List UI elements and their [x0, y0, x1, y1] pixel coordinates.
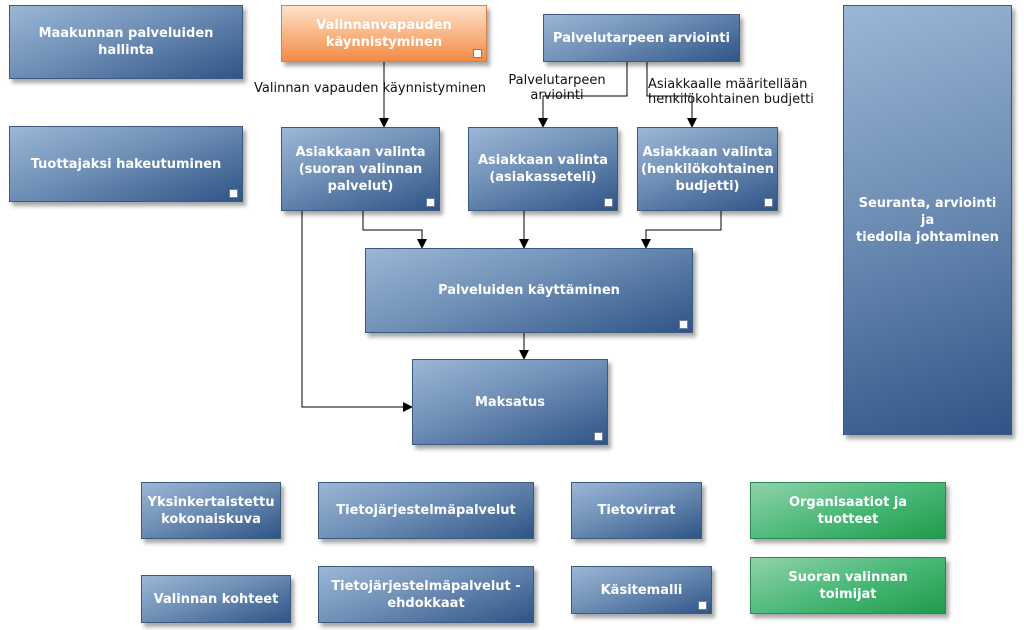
box-label: Yksinkertaistettu kokonaiskuva — [147, 494, 275, 527]
box-valinnanvapauden-kaynnistyminen[interactable]: Valinnanvapauden käynnistyminen — [281, 5, 487, 62]
box-label: Asiakkaan valinta (asiakasseteli) — [477, 153, 609, 185]
box-tuottajaksi-hakeutuminen[interactable]: Tuottajaksi hakeutuminen — [9, 126, 243, 202]
box-label: Valinnan kohteet — [153, 591, 279, 607]
box-label: Seuranta, arviointi ja tiedolla johtamin… — [856, 195, 999, 245]
box-maakunnan-palveluiden-hallinta[interactable]: Maakunnan palveluiden hallinta — [9, 5, 243, 79]
box-kasitemalli[interactable]: Käsitemalli — [571, 566, 712, 614]
box-label: Tietojärjestelmäpalvelut — [336, 503, 516, 518]
corner-icon — [473, 49, 482, 58]
corner-icon — [764, 198, 773, 207]
box-tietovirrat[interactable]: Tietovirrat — [571, 482, 702, 539]
box-label: Palvelutarpeen arviointi — [553, 30, 730, 46]
box-palveluiden-kayttaminen[interactable]: Palveluiden käyttäminen — [365, 248, 693, 333]
box-label: Tietovirrat — [597, 503, 676, 518]
corner-icon — [604, 198, 613, 207]
corner-icon — [229, 189, 238, 198]
box-tietojarjestelmapalvelut-ehdokkaat[interactable]: Tietojärjestelmäpalvelut - ehdokkaat — [318, 566, 534, 623]
box-seuranta-arviointi[interactable]: Seuranta, arviointi ja tiedolla johtamin… — [843, 5, 1012, 435]
box-asiakkaan-valinta-budjetti[interactable]: Asiakkaan valinta (henkilökohtainen budj… — [637, 127, 778, 211]
box-label: Palveluiden käyttäminen — [438, 283, 620, 298]
box-yksinkertaistettu-kokonaiskuva[interactable]: Yksinkertaistettu kokonaiskuva — [141, 482, 281, 539]
box-label: Maakunnan palveluiden hallinta — [38, 26, 214, 58]
box-suoran-valinnan-toimijat[interactable]: Suoran valinnan toimijat — [750, 557, 946, 614]
box-maksatus[interactable]: Maksatus — [412, 359, 608, 445]
edge-budjetti-to-kaytto — [641, 211, 722, 249]
box-label: Tietojärjestelmäpalvelut - ehdokkaat — [331, 578, 521, 611]
corner-icon — [679, 320, 688, 329]
label-palvelutarpeen-arviointi: Palvelutarpeen arviointi — [508, 73, 606, 103]
corner-icon — [698, 601, 707, 610]
corner-icon — [426, 198, 435, 207]
box-organisaatiot-ja-tuotteet[interactable]: Organisaatiot ja tuotteet — [750, 482, 946, 539]
box-label: Maksatus — [474, 394, 546, 410]
box-label: Asiakkaan valinta (henkilökohtainen budj… — [641, 144, 775, 194]
box-palvelutarpeen-arviointi[interactable]: Palvelutarpeen arviointi — [543, 14, 740, 62]
box-asiakkaan-valinta-seteli[interactable]: Asiakkaan valinta (asiakasseteli) — [468, 127, 618, 211]
box-label: Asiakkaan valinta (suoran valinnan palve… — [295, 144, 426, 194]
box-label: Käsitemalli — [600, 582, 683, 598]
label-asiakkaalle-budjetti: Asiakkaalle määritellään henkilökohtaine… — [648, 77, 814, 107]
box-label: Tuottajaksi hakeutuminen — [30, 156, 222, 172]
label-valinnan-vapauden: Valinnan vapauden käynnistyminen — [254, 81, 486, 96]
box-tietojarjestelmapalvelut[interactable]: Tietojärjestelmäpalvelut — [318, 482, 534, 539]
box-label: Suoran valinnan toimijat — [788, 569, 908, 602]
box-asiakkaan-valinta-suora[interactable]: Asiakkaan valinta (suoran valinnan palve… — [281, 127, 440, 211]
box-valinnan-kohteet[interactable]: Valinnan kohteet — [141, 575, 291, 623]
edge-suora-to-kaytto — [362, 211, 427, 249]
corner-icon — [594, 432, 603, 441]
box-label: Organisaatiot ja tuotteet — [788, 494, 908, 527]
box-label: Valinnanvapauden käynnistyminen — [316, 17, 452, 50]
